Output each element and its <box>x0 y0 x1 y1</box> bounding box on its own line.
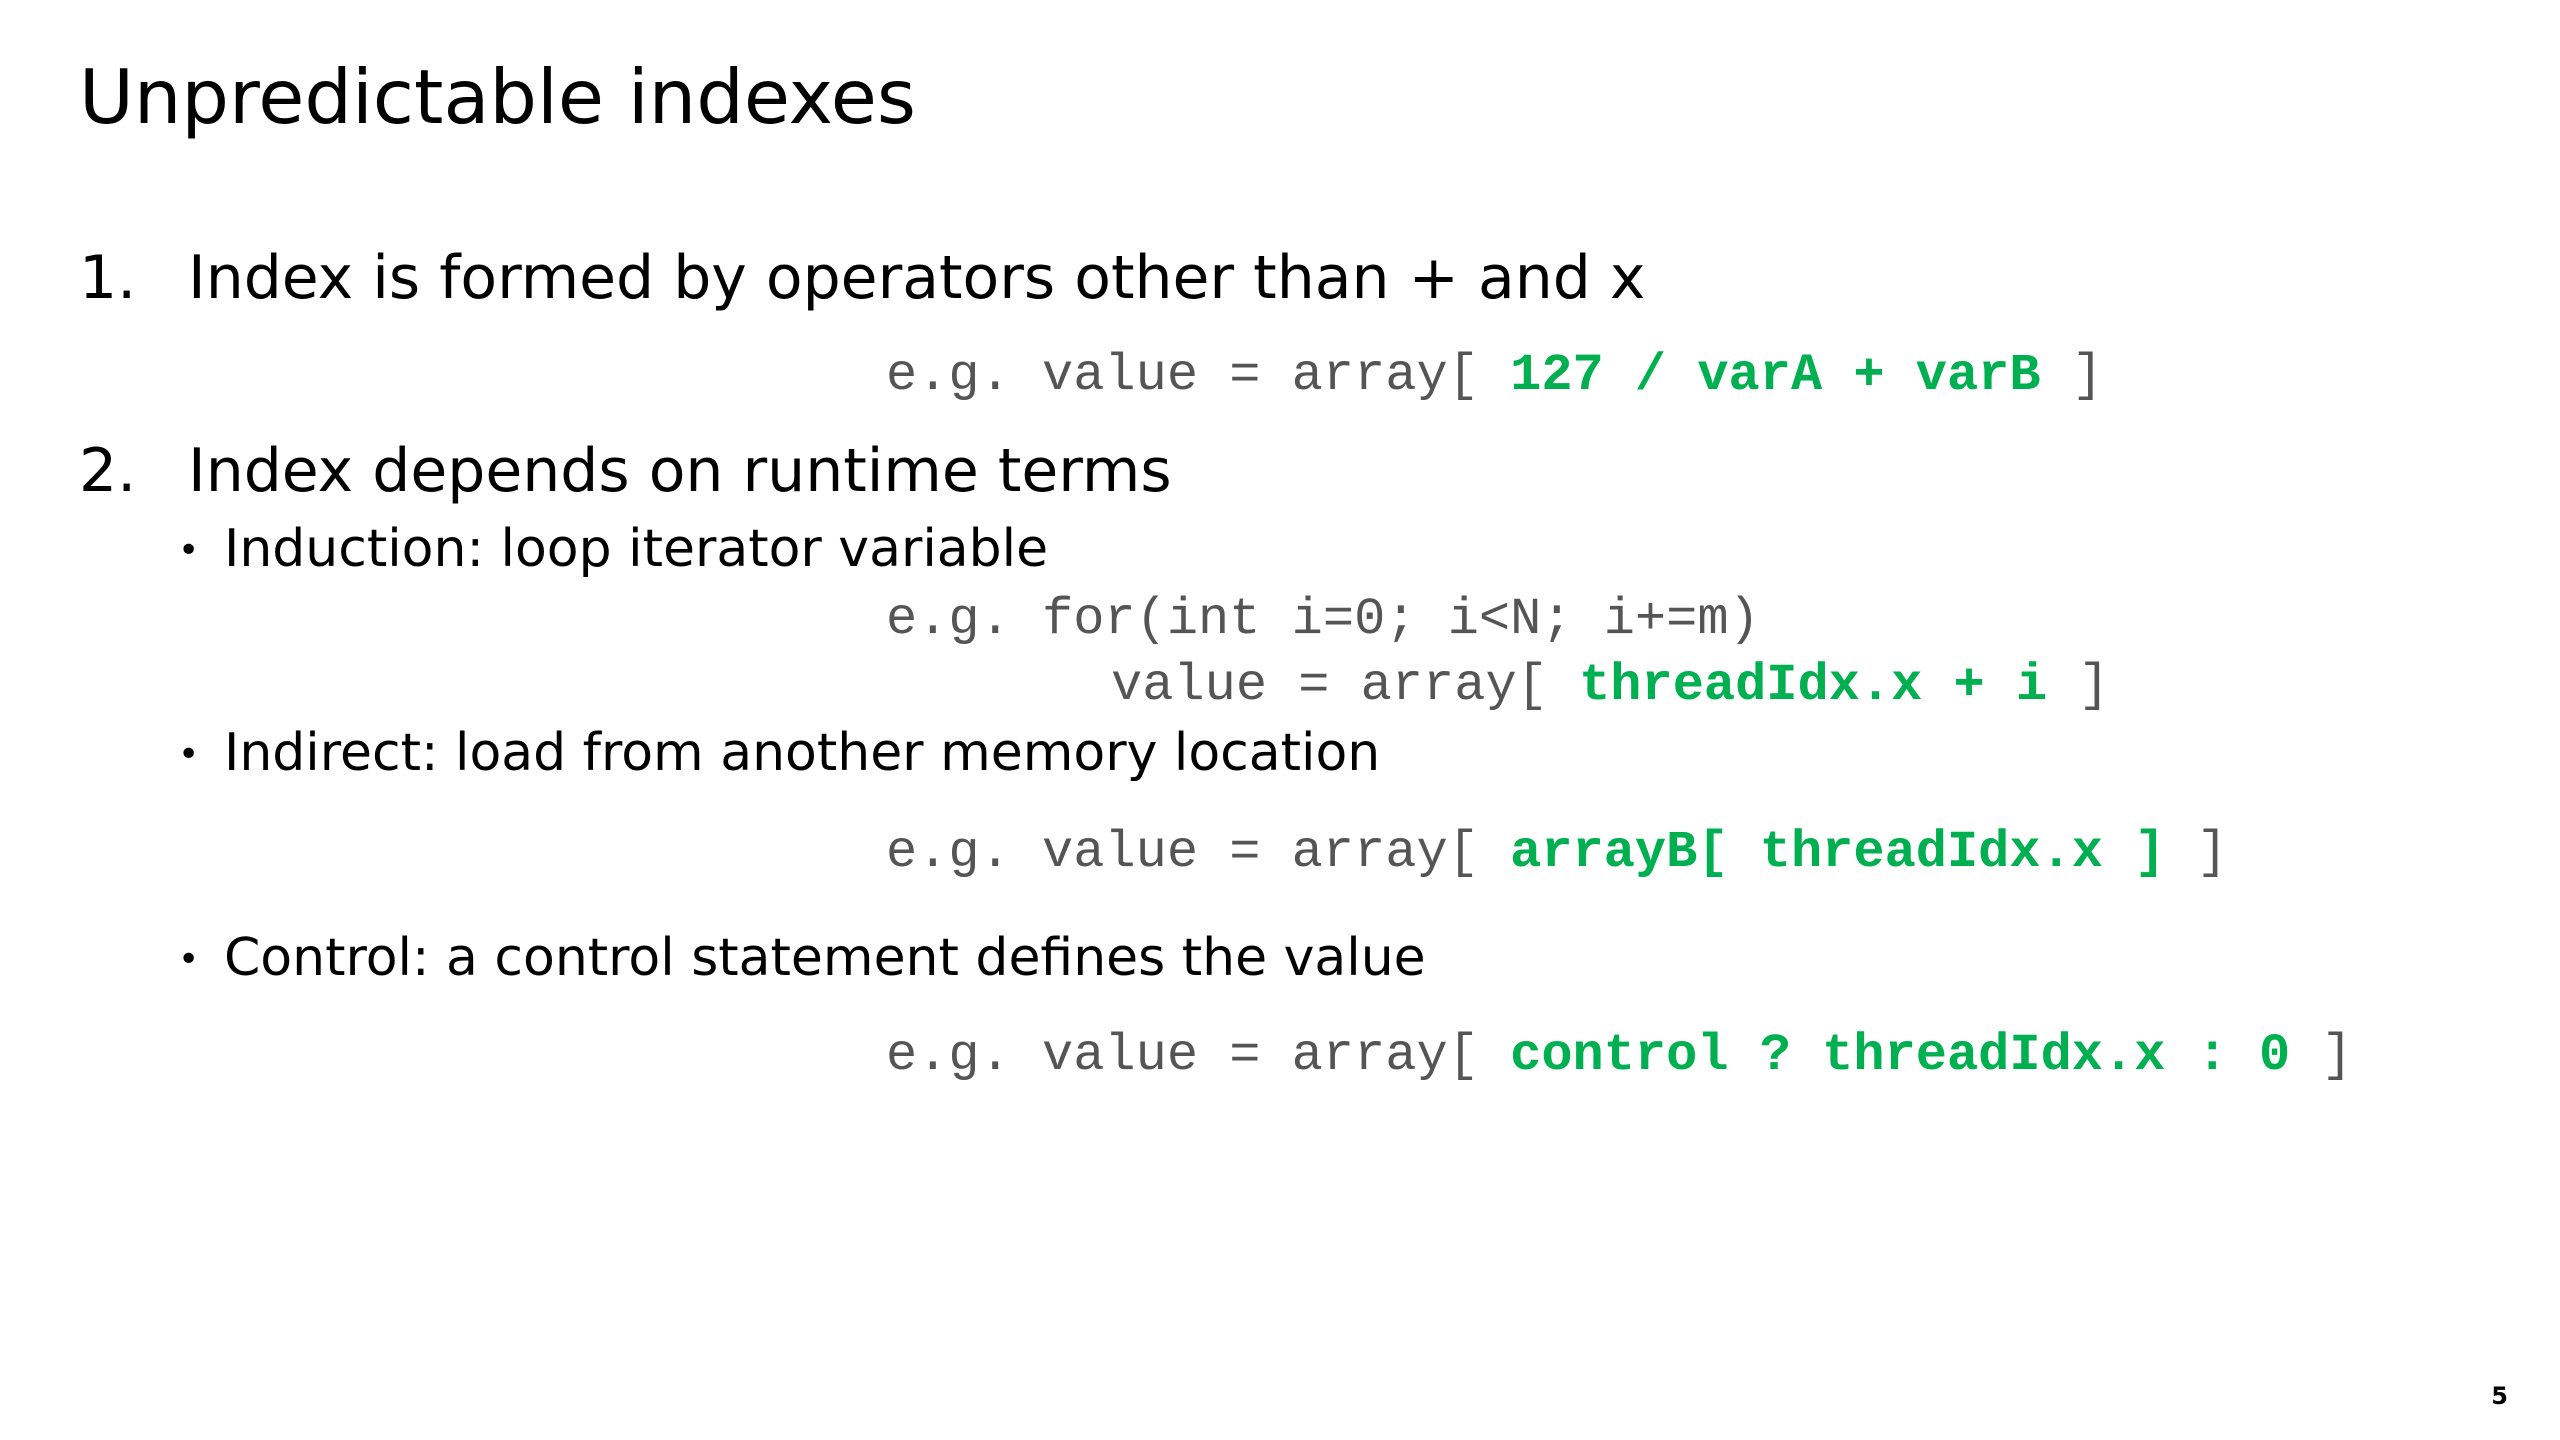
code-highlight: control ? threadIdx.x : 0 <box>1510 1026 2291 1085</box>
item-heading-1: Index is formed by operators other than … <box>188 243 1646 313</box>
code-prefix: e.g. value = array[ <box>886 823 1511 882</box>
code-prefix: value = array[ <box>1111 656 1580 715</box>
code-prefix: e.g. value = array[ <box>886 346 1511 405</box>
code-example-control: e.g. value = array[ control ? threadIdx.… <box>886 1030 2353 1082</box>
code-prefix: e.g. value = array[ <box>886 1026 1511 1085</box>
subitem-control: Control: a control statement defines the… <box>224 928 1426 988</box>
slide-title: Unpredictable indexes <box>79 53 916 141</box>
slide-number: 5 <box>2491 1382 2508 1410</box>
code-highlight: threadIdx.x + i <box>1579 656 2048 715</box>
subitem-induction: Induction: loop iterator variable <box>224 519 1049 579</box>
item-heading-2: Index depends on runtime terms <box>188 436 1172 506</box>
subitem-indirect: Indirect: load from another memory locat… <box>224 723 1381 783</box>
item-number-1: 1. <box>79 243 137 313</box>
code-highlight: 127 / varA + varB <box>1510 346 2041 405</box>
bullet-icon: • <box>178 939 200 980</box>
code-highlight: arrayB[ threadIdx.x ] <box>1510 823 2166 882</box>
code-example-induction-line1: e.g. for(int i=0; i<N; i+=m) <box>886 590 1760 649</box>
code-example-induction-line2: value = array[ threadIdx.x + i ] <box>1111 660 2110 712</box>
bullet-icon: • <box>178 530 200 571</box>
code-suffix: ] <box>2047 656 2110 715</box>
code-suffix: ] <box>2165 823 2228 882</box>
code-example-1: e.g. value = array[ 127 / varA + varB ] <box>886 350 2103 402</box>
item-number-2: 2. <box>79 436 137 506</box>
bullet-icon: • <box>178 734 200 775</box>
code-example-indirect: e.g. value = array[ arrayB[ threadIdx.x … <box>886 827 2228 879</box>
code-suffix: ] <box>2290 1026 2353 1085</box>
code-suffix: ] <box>2040 346 2104 405</box>
